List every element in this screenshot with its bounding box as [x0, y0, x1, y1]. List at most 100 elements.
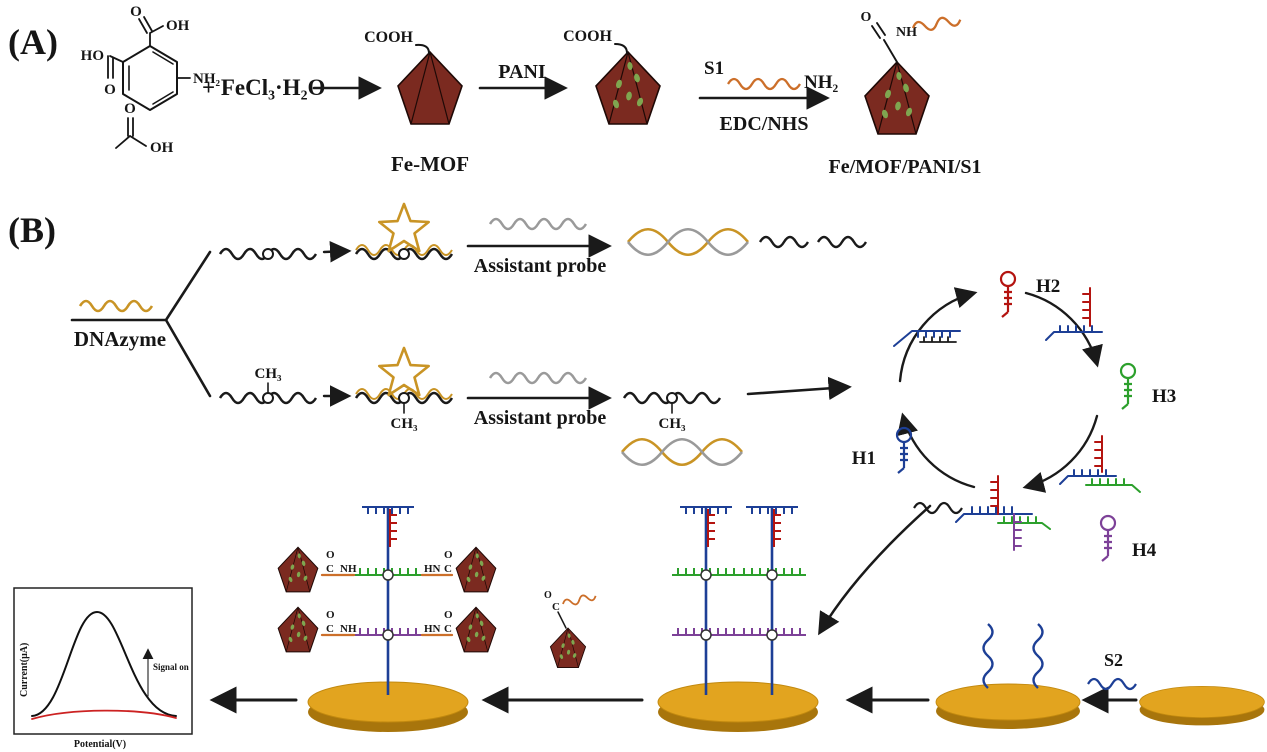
- graph-ylabel: Current(μA): [19, 643, 30, 697]
- cooh-linker: [415, 43, 430, 54]
- acetic-o: O: [124, 101, 136, 117]
- mof-tag-icon: C O: [544, 590, 598, 669]
- cycle-arc: [1022, 414, 1099, 493]
- s1-label: S1: [704, 58, 724, 79]
- product-caption: Fe/MOF/PANI/S1: [829, 156, 982, 178]
- signal-on-label: Signal on: [153, 662, 189, 672]
- femof-caption: Fe-MOF: [391, 152, 469, 176]
- electrode-steps: S2 C O O C NH O C HN: [209, 505, 1265, 733]
- hairpin-h2-icon: [999, 270, 1017, 319]
- amide-hn-label: HN: [424, 563, 441, 575]
- arrow-bind-top: [322, 240, 352, 263]
- mof-label-icon: [277, 606, 319, 653]
- cleavage-site-icon: [666, 392, 678, 404]
- mof-label-icon: [455, 546, 497, 593]
- fe-mof-pani-icon: [595, 51, 661, 125]
- monomer-o-left: O: [104, 82, 116, 98]
- h2-label: H2: [1036, 276, 1060, 297]
- amide-c-label: C: [444, 623, 452, 635]
- edc-nhs-label: EDC/NHS: [720, 113, 809, 135]
- panel-b: (B) DNAzyme Assistant probe CH₃ CH₃ Assi: [8, 202, 1265, 750]
- bottom-branch: CH₃ CH₃ Assistant probe CH₃: [218, 346, 852, 467]
- dnazyme-core-star-icon: [377, 346, 431, 397]
- dna-tower-icon: [736, 505, 808, 697]
- released-target-icon: [912, 501, 964, 515]
- signal-curve: [31, 611, 177, 717]
- amide-hn-label: HN: [424, 623, 441, 635]
- graph-xlabel: Potential(V): [74, 739, 126, 750]
- ch3-substrate-label: CH₃: [255, 366, 283, 382]
- reagent-label: + FeCl₃·H₂O: [202, 75, 325, 100]
- monomer-o-top: O: [130, 4, 142, 20]
- s2-strand-icon: [1086, 677, 1138, 691]
- cooh-linker-2: [614, 43, 628, 54]
- cleavage-site-icon: [398, 248, 410, 260]
- cleavage-site-icon: [398, 392, 410, 404]
- cycle-arc: [898, 287, 978, 383]
- cleavage-site-icon: [262, 392, 274, 404]
- s1-tag-strand-icon: [561, 591, 598, 609]
- intermediate-h1-target-icon: [893, 330, 961, 347]
- dna-tower-icon: [352, 505, 424, 697]
- amide-nh-label: NH: [340, 563, 357, 575]
- h4-label: H4: [1132, 540, 1157, 561]
- gold-electrode-s2-icon: [935, 683, 1081, 730]
- assistant-probe-strand-icon: [488, 371, 588, 385]
- amide-o-label: O: [326, 549, 335, 561]
- dnazyme-strand-icon: [78, 299, 154, 313]
- assistant-probe-top-label: Assistant probe: [474, 255, 607, 277]
- amide-o-label: O: [444, 609, 453, 621]
- fe-mof-pani-s1-icon: [864, 61, 930, 135]
- arrow-cycle-to-electrode: [818, 504, 932, 636]
- mof-label-icon: [455, 606, 497, 653]
- s1-linker-lines: [320, 573, 454, 637]
- monomer-oh-top: OH: [166, 18, 190, 34]
- amide-c-label: C: [326, 623, 334, 635]
- cleavage-site-icon: [262, 248, 274, 260]
- assistant-probe-bottom-label: Assistant probe: [474, 407, 607, 429]
- ch3-complex-label: CH₃: [391, 416, 419, 432]
- signal-graph: Signal on Current(μA) Potential(V): [13, 587, 193, 750]
- background-curve: [31, 709, 177, 720]
- hairpin-h4-icon: [1099, 514, 1117, 563]
- hairpin-h3-icon: [1119, 362, 1137, 411]
- cooh-pani-label: COOH: [563, 28, 612, 45]
- dnazyme-label: DNAzyme: [74, 327, 166, 351]
- amide-nh-label: NH: [896, 25, 917, 40]
- fork-lines: [70, 250, 212, 398]
- amide-o-label: O: [444, 549, 453, 561]
- tag-c-label: C: [552, 601, 560, 613]
- tag-o-label: O: [544, 590, 552, 601]
- h3-label: H3: [1152, 386, 1176, 407]
- cleaved-fragment-icon: [816, 235, 868, 249]
- acetic-oh: OH: [150, 140, 174, 156]
- gold-electrode-assembly-icon: [657, 681, 819, 733]
- cycle-arc: [1024, 291, 1103, 368]
- cycle-arc: [897, 412, 976, 489]
- monomer-ho-left: HO: [81, 48, 104, 64]
- amide-o-label: O: [861, 10, 872, 25]
- duplex-helix-icon: [620, 437, 744, 467]
- dnazyme-core-star-icon: [377, 202, 431, 253]
- panel-a: (A) O OH HO O NH₂ O OH + FeCl₃·H₂O COOH …: [8, 4, 981, 178]
- intermediate-h1-h2-icon: [1045, 287, 1103, 341]
- top-branch: Assistant probe: [218, 202, 868, 277]
- gold-electrode-bare-icon: [1139, 686, 1265, 726]
- s2-capture-strand-icon: [1032, 622, 1044, 690]
- amide-c-label: C: [444, 563, 452, 575]
- intermediate-h1-h2-h3-icon: [1059, 435, 1141, 493]
- amide-c-label: C: [326, 563, 334, 575]
- intermediate-full-assembly-icon: [955, 475, 1051, 551]
- mof-label-icon: [277, 546, 319, 593]
- s1-attached-strand-icon: [910, 13, 963, 35]
- h1-label: H1: [852, 448, 876, 469]
- s1-nh2-label: NH₂: [804, 72, 839, 93]
- amide-o-label: O: [326, 609, 335, 621]
- arrow-to-cycle: [746, 376, 852, 401]
- assistant-probe-strand-icon: [488, 217, 588, 231]
- monomer-nh2: NH₂: [193, 71, 221, 87]
- amide-bond: [871, 22, 898, 63]
- panel-a-label: (A): [8, 22, 58, 62]
- fe-mof-pani-s1-small-icon: [549, 627, 587, 669]
